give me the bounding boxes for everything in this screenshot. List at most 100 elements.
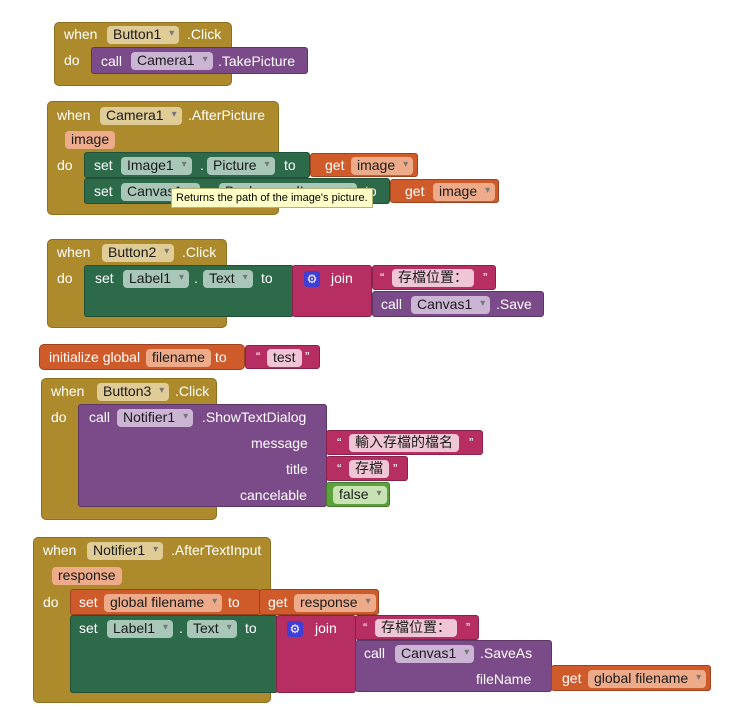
method-name: .Save <box>496 296 532 312</box>
initialize-global-keyword: initialize global <box>49 349 141 365</box>
to-keyword: to <box>228 594 240 610</box>
property-dropdown-picture[interactable]: Picture <box>207 157 275 175</box>
set-label1-text-block[interactable]: set Label1 . Text to <box>84 265 294 317</box>
event-name: .AfterPicture <box>188 107 266 123</box>
variable-dropdown-image[interactable]: image <box>351 157 414 175</box>
dot-separator: . <box>200 157 204 173</box>
variable-dropdown-image[interactable]: image <box>433 183 496 201</box>
component-dropdown-button3[interactable]: Button3 <box>97 383 170 401</box>
initialize-global-block[interactable]: initialize global filename to <box>39 344 245 370</box>
text-block[interactable]: “ 存檔位置： ” <box>355 615 479 640</box>
get-image-block[interactable]: get image <box>310 153 418 177</box>
get-image-block[interactable]: get image <box>390 179 499 203</box>
component-dropdown-button2[interactable]: Button2 <box>102 244 175 262</box>
arg-label-message: message <box>251 435 308 451</box>
variable-dropdown-global-filename[interactable]: global filename <box>588 670 707 688</box>
variable-dropdown-response[interactable]: response <box>294 594 376 612</box>
text-value[interactable]: 存檔 <box>349 460 389 478</box>
close-quote: ” <box>469 435 474 450</box>
component-dropdown-image1[interactable]: Image1 <box>121 157 192 175</box>
set-keyword: set <box>94 157 113 173</box>
get-keyword: get <box>325 157 345 173</box>
event-name: .AfterTextInput <box>171 542 262 558</box>
property-dropdown-text[interactable]: Text <box>203 270 253 288</box>
to-keyword: to <box>215 349 227 365</box>
call-camera1-takepicture-block[interactable]: call Camera1 .TakePicture <box>91 47 308 74</box>
get-response-block[interactable]: get response <box>259 589 379 615</box>
open-quote: “ <box>380 270 385 285</box>
component-dropdown-button1[interactable]: Button1 <box>107 26 180 44</box>
event-name: .Click <box>182 244 217 260</box>
set-keyword: set <box>94 183 113 199</box>
method-name: .TakePicture <box>218 53 296 69</box>
method-name: .SaveAs <box>480 645 533 661</box>
component-dropdown-camera1[interactable]: Camera1 <box>131 52 213 70</box>
gear-icon[interactable]: ⚙ <box>287 621 303 637</box>
call-keyword: call <box>101 53 123 69</box>
text-value[interactable]: 輸入存檔的檔名 <box>349 434 459 452</box>
arg-label-cancelable: cancelable <box>240 487 307 503</box>
set-image1-picture-block[interactable]: set Image1 . Picture to <box>84 152 310 178</box>
arg-label-title: title <box>286 461 308 477</box>
join-keyword: join <box>315 620 337 636</box>
arg-label-filename: fileName <box>476 671 532 687</box>
call-keyword: call <box>89 409 111 425</box>
close-quote: ” <box>483 270 488 285</box>
component-dropdown-label1[interactable]: Label1 <box>107 620 174 638</box>
call-keyword: call <box>381 296 403 312</box>
set-keyword: set <box>95 270 114 286</box>
component-dropdown-label1[interactable]: Label1 <box>123 270 190 288</box>
call-canvas1-save-block[interactable]: call Canvas1 .Save <box>372 291 544 317</box>
event-name: .Click <box>175 383 210 399</box>
get-keyword: get <box>268 594 288 610</box>
to-keyword: to <box>245 620 257 636</box>
when-keyword: when <box>51 383 85 399</box>
set-global-filename-block[interactable]: set global filename to <box>70 589 260 615</box>
text-block[interactable]: “ 存檔位置： ” <box>372 265 496 290</box>
close-quote: ” <box>393 461 398 476</box>
dot-separator: . <box>194 270 198 286</box>
event-name: .Click <box>187 26 222 42</box>
component-dropdown-canvas1[interactable]: Canvas1 <box>395 645 475 663</box>
do-keyword: do <box>64 52 80 68</box>
logic-false-block[interactable]: false <box>326 482 390 507</box>
join-block[interactable]: ⚙ join <box>276 615 356 693</box>
property-dropdown-text[interactable]: Text <box>187 620 237 638</box>
dot-separator: . <box>179 620 183 636</box>
component-dropdown-camera1[interactable]: Camera1 <box>100 107 182 125</box>
to-keyword: to <box>261 270 273 286</box>
close-quote: ” <box>466 620 471 635</box>
text-block[interactable]: “ test ” <box>245 345 320 369</box>
set-label1-text-block[interactable]: set Label1 . Text to <box>70 615 278 693</box>
tooltip: Returns the path of the image's picture. <box>171 188 373 208</box>
boolean-dropdown-false[interactable]: false <box>333 486 387 504</box>
call-keyword: call <box>364 645 386 661</box>
do-keyword: do <box>57 157 73 173</box>
when-keyword: when <box>57 244 91 260</box>
component-dropdown-notifier1[interactable]: Notifier1 <box>87 542 164 560</box>
when-keyword: when <box>57 107 91 123</box>
text-value[interactable]: 存檔位置： <box>392 269 474 287</box>
variable-dropdown-global-filename[interactable]: global filename <box>104 594 223 612</box>
to-keyword: to <box>284 157 296 173</box>
call-notifier1-showtextdialog-block[interactable]: call Notifier1 .ShowTextDialog message t… <box>78 404 327 507</box>
text-block[interactable]: “ 輸入存檔的檔名 ” <box>326 430 483 455</box>
event-parameter-response[interactable]: response <box>52 567 122 585</box>
method-name: .ShowTextDialog <box>202 409 307 425</box>
do-keyword: do <box>57 270 73 286</box>
open-quote: “ <box>337 461 342 476</box>
variable-name-field[interactable]: filename <box>146 349 211 367</box>
gear-icon[interactable]: ⚙ <box>304 271 320 287</box>
join-block[interactable]: ⚙ join <box>292 265 372 317</box>
text-value[interactable]: test <box>267 349 302 367</box>
component-dropdown-canvas1[interactable]: Canvas1 <box>411 296 491 314</box>
get-global-filename-block[interactable]: get global filename <box>551 665 711 691</box>
when-keyword: when <box>64 26 98 42</box>
set-keyword: set <box>79 594 98 610</box>
event-parameter-image[interactable]: image <box>65 131 116 149</box>
do-keyword: do <box>51 409 67 425</box>
component-dropdown-notifier1[interactable]: Notifier1 <box>117 409 194 427</box>
call-canvas1-saveas-block[interactable]: call Canvas1 .SaveAs fileName <box>355 640 552 692</box>
text-block[interactable]: “ 存檔 ” <box>326 456 408 481</box>
text-value[interactable]: 存檔位置： <box>375 619 457 637</box>
